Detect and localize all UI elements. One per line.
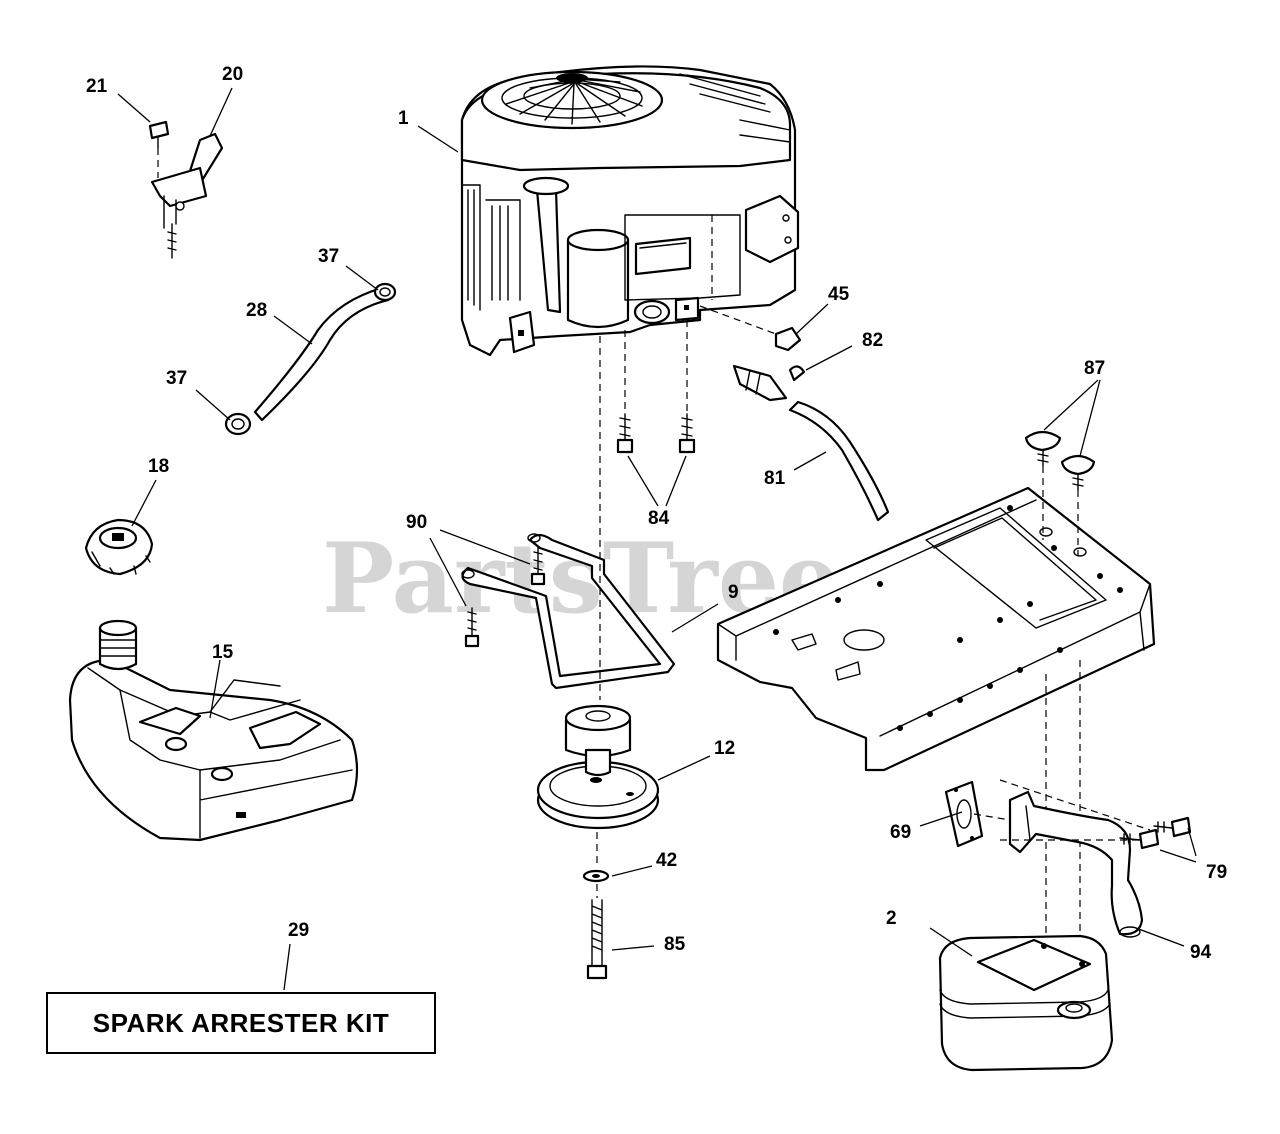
hose-clamp-icon[interactable] bbox=[224, 412, 252, 436]
callout-28: 28 bbox=[246, 300, 267, 321]
fuel-cap-icon[interactable] bbox=[84, 518, 154, 576]
washer-icon[interactable] bbox=[582, 869, 610, 883]
callout-90: 90 bbox=[406, 512, 427, 533]
callout-29: 29 bbox=[288, 920, 309, 941]
callout-2: 2 bbox=[886, 908, 897, 929]
screw-icon[interactable] bbox=[148, 120, 170, 149]
fuel-line-icon[interactable] bbox=[253, 286, 390, 422]
callout-9: 9 bbox=[728, 582, 739, 603]
bolt-icon[interactable] bbox=[678, 413, 696, 454]
spark-arrester-kit-label: SPARK ARRESTER KIT bbox=[92, 1007, 390, 1038]
bolt-icon[interactable] bbox=[586, 899, 608, 980]
bolt-icon[interactable] bbox=[1153, 816, 1192, 838]
callout-12: 12 bbox=[714, 738, 735, 759]
belt-guide-icon[interactable] bbox=[461, 533, 676, 690]
fuel-tank-icon[interactable] bbox=[68, 619, 359, 842]
callout-37-bottom: 37 bbox=[166, 368, 187, 389]
engine-icon[interactable] bbox=[460, 65, 800, 357]
bolt-icon[interactable] bbox=[464, 607, 480, 648]
muffler-icon[interactable] bbox=[938, 934, 1114, 1072]
callout-81: 81 bbox=[764, 468, 786, 489]
callout-1: 1 bbox=[398, 108, 409, 129]
callout-85: 85 bbox=[664, 934, 686, 955]
callout-82: 82 bbox=[862, 330, 883, 351]
oil-drain-valve-icon[interactable] bbox=[732, 326, 806, 402]
hose-clamp-icon[interactable] bbox=[373, 282, 397, 302]
exhaust-gasket-icon[interactable] bbox=[944, 780, 984, 848]
callout-18: 18 bbox=[148, 456, 169, 477]
chassis-frame-icon[interactable] bbox=[716, 486, 1156, 772]
callout-15: 15 bbox=[212, 642, 234, 663]
callout-94: 94 bbox=[1190, 942, 1212, 963]
callout-45: 45 bbox=[828, 284, 850, 305]
exhaust-pipe-icon[interactable] bbox=[1008, 790, 1144, 938]
engine-pulley-icon[interactable] bbox=[536, 704, 660, 830]
callout-87: 87 bbox=[1084, 358, 1105, 379]
flange-bolt-icon[interactable] bbox=[1060, 454, 1096, 491]
callout-69: 69 bbox=[890, 822, 911, 843]
bolt-icon[interactable] bbox=[1119, 828, 1160, 850]
oil-drain-hose-icon[interactable] bbox=[788, 400, 890, 522]
bolt-icon[interactable] bbox=[616, 413, 634, 454]
callout-42: 42 bbox=[656, 850, 677, 871]
callout-79: 79 bbox=[1206, 862, 1227, 883]
spark-arrester-kit-box[interactable]: SPARK ARRESTER KIT bbox=[46, 992, 436, 1054]
callout-20: 20 bbox=[222, 64, 243, 85]
leader-lines bbox=[117, 87, 1197, 991]
bolt-icon[interactable] bbox=[530, 547, 546, 586]
callout-21: 21 bbox=[86, 76, 108, 97]
flange-bolt-icon[interactable] bbox=[1024, 430, 1062, 467]
callout-84: 84 bbox=[648, 508, 670, 529]
throttle-control-icon[interactable] bbox=[150, 132, 224, 259]
callout-37-top: 37 bbox=[318, 246, 339, 267]
